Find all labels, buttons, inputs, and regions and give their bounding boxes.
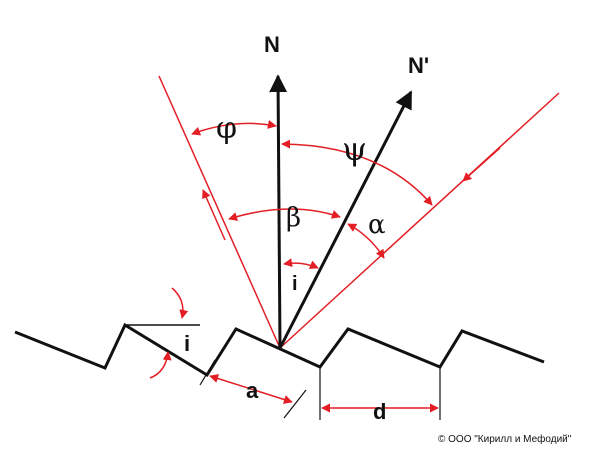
label-alpha: α: [368, 210, 386, 240]
label-i-center: i: [292, 273, 298, 295]
label-n: N: [264, 32, 280, 57]
label-d: d: [373, 399, 386, 424]
copyright-text: © ООО "Кирилл и Мефодий": [438, 433, 572, 445]
angle-arc-phi: [191, 120, 277, 136]
dimension-a-tick-right: [283, 389, 307, 419]
label-beta: β: [286, 203, 301, 233]
diffracted-ray-arrow: [202, 189, 226, 241]
label-i-left: i: [184, 331, 190, 356]
label-a: a: [246, 378, 259, 403]
label-n-prime: N': [408, 53, 429, 78]
blaze-angle-arrow-bottom: [149, 351, 172, 379]
incident-ray-arrow: [462, 147, 501, 182]
angle-arc-i-center: [283, 258, 319, 269]
angle-arc-beta: [228, 208, 341, 221]
angle-arc-psi: [281, 139, 433, 206]
normal-n-axis: [269, 74, 288, 349]
grating-profile: [14, 322, 545, 378]
dimension-a-arrow: [209, 374, 293, 404]
label-phi: φ: [216, 111, 237, 146]
normal-n-prime-axis: [278, 90, 413, 349]
blaze-angle-arrow-top: [171, 287, 189, 319]
dimension-a-tick-left: [199, 359, 216, 386]
incident-ray: [279, 92, 560, 349]
angle-arc-alpha: [347, 223, 385, 259]
label-psi: ψ: [342, 130, 367, 168]
diffracted-ray: [158, 75, 281, 349]
